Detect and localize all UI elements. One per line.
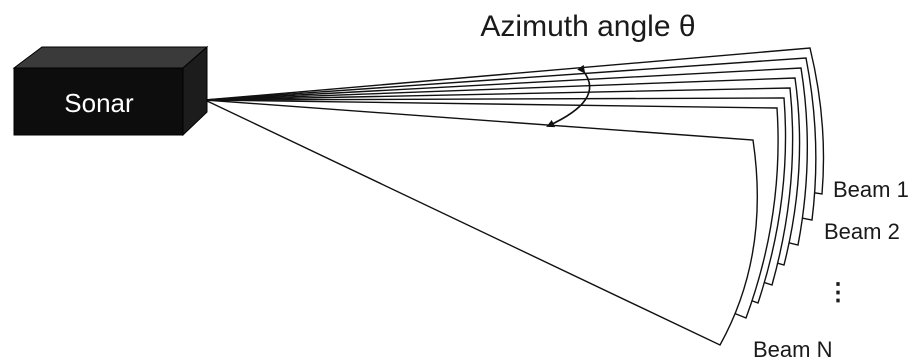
beam-fans: [204, 47, 825, 346]
sonar-label: Sonar: [64, 88, 134, 118]
vertical-ellipsis: ⋮: [826, 279, 850, 306]
beam-fan-n: [204, 99, 759, 346]
beam-2-label: Beam 2: [824, 219, 900, 244]
beam-n-label: Beam N: [753, 337, 832, 360]
sonar-box-top: [12, 46, 209, 69]
sonar-box: Sonar: [12, 45, 209, 137]
azimuth-title: Azimuth angle θ: [480, 10, 695, 43]
beam-1-label: Beam 1: [833, 177, 909, 202]
azimuth-angle-arrow: [546, 64, 591, 128]
sonar-box-front: [13, 67, 184, 136]
